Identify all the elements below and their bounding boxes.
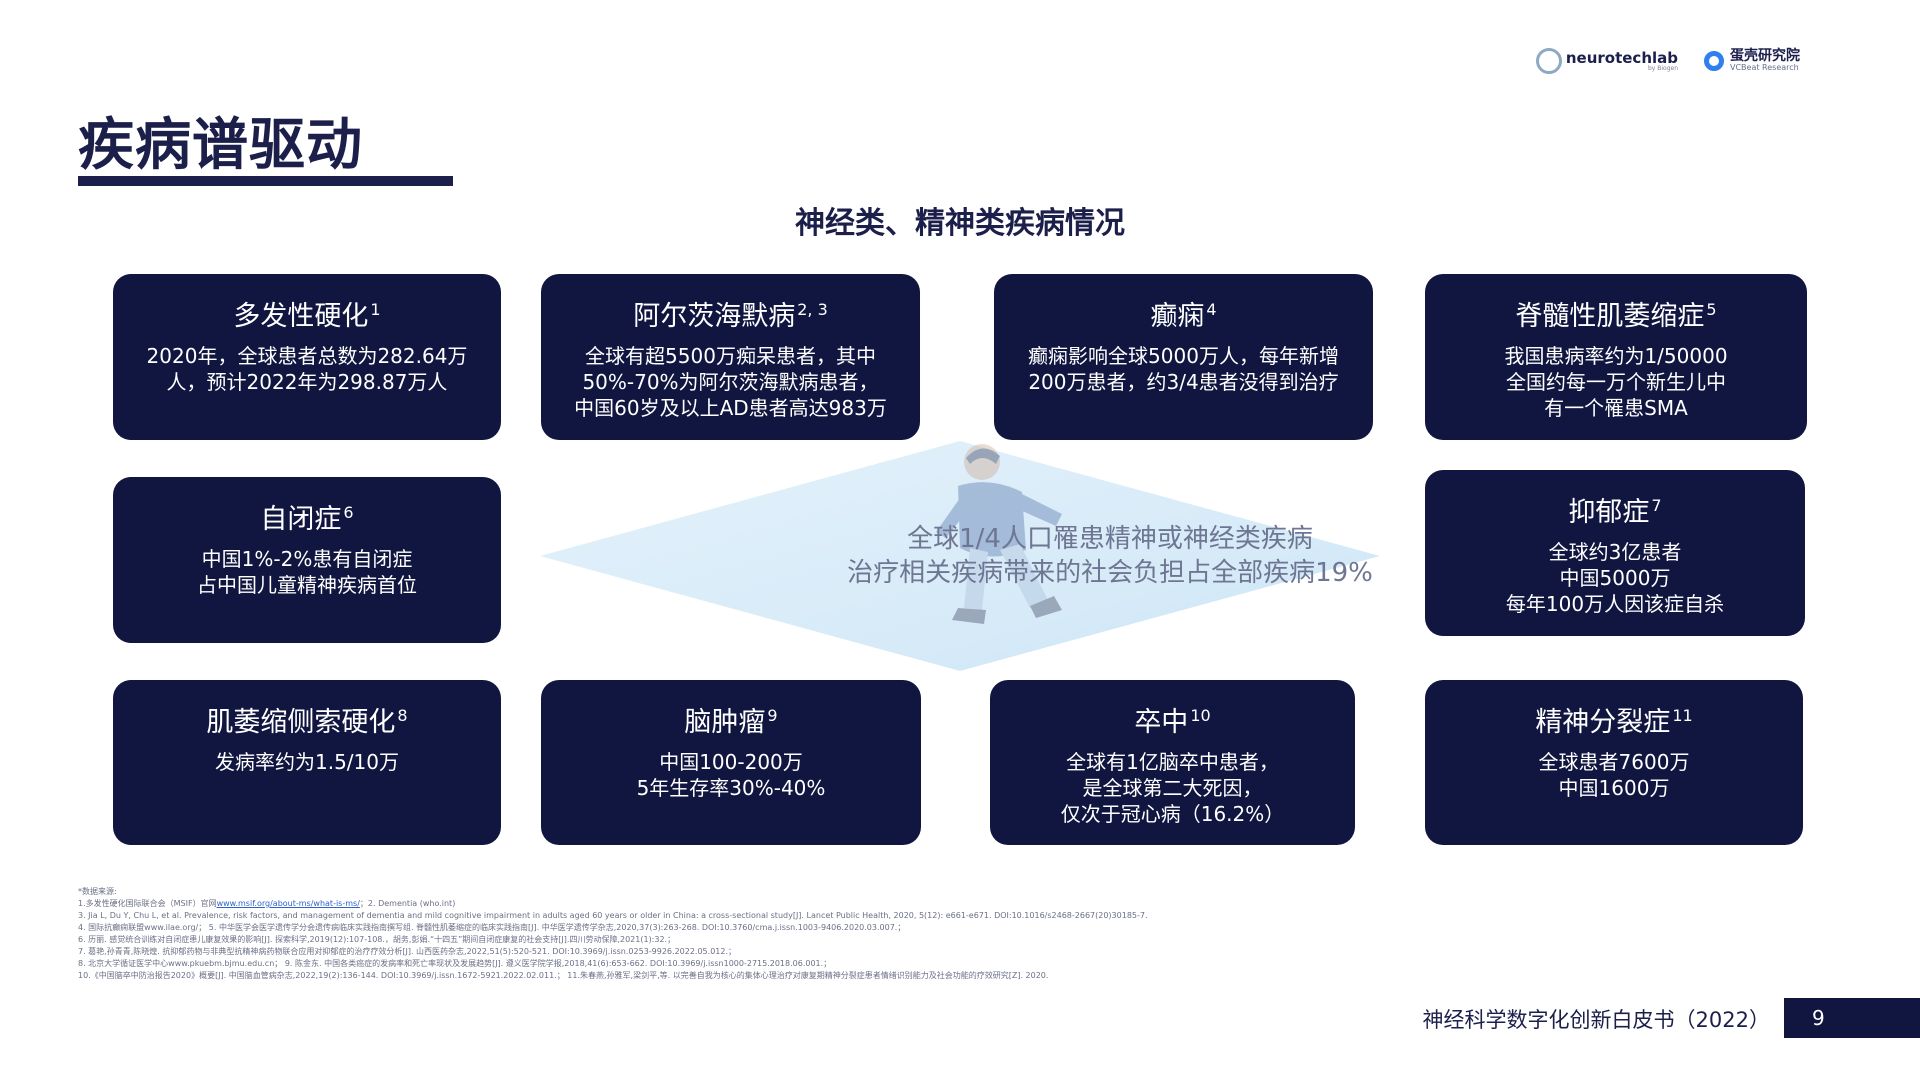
center-diamond <box>540 441 1380 671</box>
title-underline <box>78 176 453 186</box>
reference-line: 6. 历丽. 感觉统合训练对自闭症患儿康复效果的影响[J]. 探索科学,2019… <box>78 935 676 944</box>
msif-link[interactable]: www.msif.org/about-ms/what-is-ms/ <box>216 899 360 908</box>
vcbeat-logo: 蛋壳研究院 VCBeat Research <box>1704 47 1800 73</box>
reference-line: 1.多发性硬化国际联合会（MSIF）官网www.msif.org/about-m… <box>78 899 456 908</box>
card-ref: 10 <box>1190 706 1211 725</box>
reference-line: 8. 北京大学循证医学中心www.pkuebm.bjmu.edu.cn； 9. … <box>78 959 832 968</box>
neurotech-logo-text: neurotechlab <box>1565 48 1678 67</box>
neurotechlab-logo: neurotechlab by Biogen <box>1535 48 1678 74</box>
card-ref: 11 <box>1672 706 1693 725</box>
vcbeat-logo-cn: 蛋壳研究院 <box>1730 47 1800 64</box>
card-ref: 5 <box>1706 300 1717 319</box>
card-desc: 全球患者7600万中国1600万 <box>1538 750 1690 800</box>
vcbeat-logo-en: VCBeat Research <box>1730 63 1799 73</box>
card-desc: 发病率约为1.5/10万 <box>215 750 399 774</box>
center-line-1: 全球1/4人口罹患精神或神经类疾病 <box>907 524 1313 554</box>
reference-line: 3. Jia L, Du Y, Chu L, et al. Prevalence… <box>78 911 1148 920</box>
card-ref: 1 <box>370 300 381 319</box>
card-desc: 全球有1亿脑卒中患者，是全球第二大死因，仅次于冠心病（16.2%） <box>1060 750 1285 826</box>
person-illustration <box>936 444 1062 624</box>
logo-area: neurotechlab by Biogen 蛋壳研究院 VCBeat Rese… <box>1535 47 1800 74</box>
section-subtitle: 神经类、精神类疾病情况 <box>795 206 1125 241</box>
footer-publication-title: 神经科学数字化创新白皮书（2022） <box>1422 1008 1770 1032</box>
card-ref: 6 <box>343 503 354 522</box>
card-ref: 7 <box>1651 496 1662 515</box>
card-ref: 9 <box>767 706 778 725</box>
reference-line: 10.《中国脑卒中防治报告2020》概要[J]. 中国脑血管病杂志,2022,1… <box>78 971 1049 980</box>
reference-line: 4. 国际抗癫痫联盟www.ilae.org/； 5. 中华医学会医学遗传学分会… <box>78 923 906 932</box>
card-desc: 全球约3亿患者中国5000万每年100万人因该症自杀 <box>1505 540 1725 616</box>
neurotech-ring-icon <box>1535 48 1562 74</box>
neurotech-logo-subtext: by Biogen <box>1647 64 1678 72</box>
center-line-2: 治疗相关疾病带来的社会负担占全部疾病19% <box>847 558 1373 588</box>
card-desc: 中国1%-2%患有自闭症占中国儿童精神疾病首位 <box>197 547 417 597</box>
card-ref: 8 <box>397 706 408 725</box>
references-header: *数据来源: <box>78 887 117 896</box>
references: *数据来源: 1.多发性硬化国际联合会（MSIF）官网www.msif.org/… <box>78 886 1578 982</box>
card-desc: 2020年，全球患者总数为282.64万人，预计2022年为298.87万人 <box>146 344 468 394</box>
page-number: 9 <box>1784 998 1920 1038</box>
card-ref: 4 <box>1206 300 1217 319</box>
card-ref: 2, 3 <box>797 300 828 319</box>
reference-line: 7. 葛艳,孙青青,陈晓煌. 抗抑郁药物与非典型抗精神病药物联合应用对抑郁症的治… <box>78 947 737 956</box>
center-statement: 全球1/4人口罹患精神或神经类疾病 治疗相关疾病带来的社会负担占全部疾病19% <box>560 522 1660 590</box>
vcbeat-circle-icon <box>1704 51 1724 71</box>
page-title: 疾病谱驱动 <box>78 113 363 178</box>
